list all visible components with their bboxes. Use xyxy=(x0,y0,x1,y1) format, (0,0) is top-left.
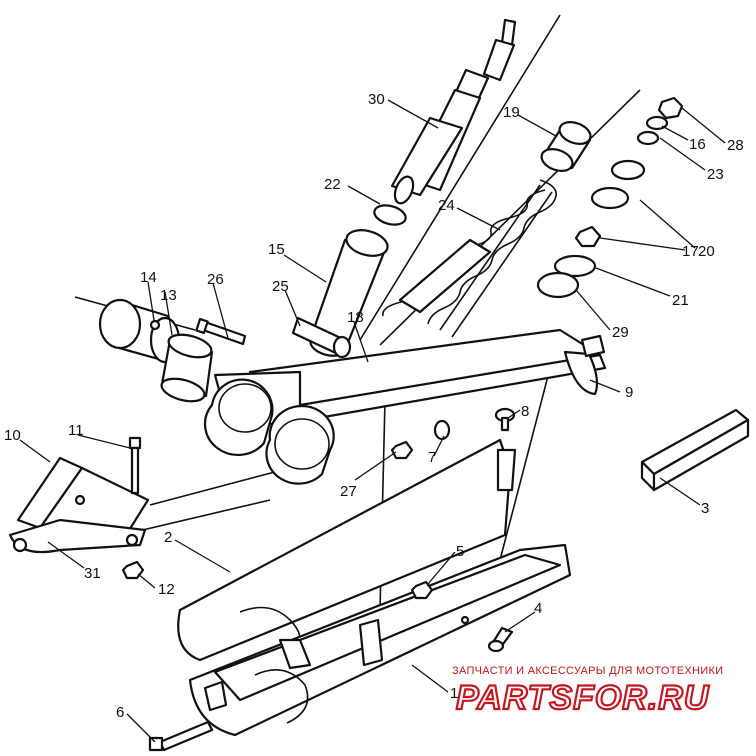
part-9-rear-arm xyxy=(213,238,607,432)
callout-19: 19 xyxy=(503,104,520,121)
callout-10: 10 xyxy=(4,427,21,444)
part-8-bolt xyxy=(494,407,516,432)
callout-31: 31 xyxy=(84,565,101,582)
callout-4: 4 xyxy=(534,600,542,617)
callout-1: 1 xyxy=(450,685,458,702)
part-10-bracket xyxy=(8,456,150,554)
callout-5: 5 xyxy=(456,543,464,560)
callout-21: 21 xyxy=(672,292,689,309)
leader-lines xyxy=(19,99,726,743)
callout-20: 20 xyxy=(698,243,715,260)
callout-17: 17 xyxy=(682,243,699,260)
callout-6: 6 xyxy=(116,704,124,721)
callout-2: 2 xyxy=(164,529,172,546)
part-20-mount-washer xyxy=(610,159,646,181)
watermark-caption: ЗАПЧАСТИ И АКСЕССУАРЫ ДЛЯ МОТОТЕХНИКИ xyxy=(452,665,723,677)
part-19-bumper xyxy=(540,121,592,172)
callout-12: 12 xyxy=(158,581,175,598)
part-4-bolt xyxy=(487,626,514,653)
part-29-spacer xyxy=(536,271,580,299)
part-22-washer xyxy=(373,204,407,226)
part-clamp-rings xyxy=(203,378,335,485)
part-20-mount-washer-lower xyxy=(590,186,630,210)
part-25-spacer xyxy=(291,316,352,359)
part-23-washer xyxy=(636,130,660,146)
part-1-skid-frame xyxy=(188,543,572,737)
part-2-lower-arm xyxy=(177,438,517,662)
part-11-bolt xyxy=(128,436,142,495)
callout-9: 9 xyxy=(625,384,633,401)
callout-27: 27 xyxy=(340,483,357,500)
callout-3: 3 xyxy=(701,500,709,517)
callout-26: 26 xyxy=(207,271,224,288)
part-26-bolt xyxy=(195,317,247,346)
callout-14: 14 xyxy=(140,269,157,286)
part-27-nut xyxy=(390,440,414,460)
callout-16: 16 xyxy=(689,136,706,153)
part-3-tube xyxy=(640,408,750,492)
part-6-bolt xyxy=(148,720,214,752)
part-13-bushing xyxy=(160,333,214,403)
callout-11: 11 xyxy=(68,422,84,439)
watermark: ЗАПЧАСТИ И АКСЕССУАРЫ ДЛЯ МОТОТЕХНИКИ PA… xyxy=(452,665,723,718)
part-17-nut xyxy=(574,225,602,248)
callout-24: 24 xyxy=(438,197,455,214)
part-21-washer xyxy=(553,254,597,278)
callout-labels: 1 2 3 4 5 6 7 8 9 10 11 12 13 14 15 16 1… xyxy=(4,91,744,721)
callout-23: 23 xyxy=(707,166,724,183)
part-30-shock-absorber xyxy=(390,18,517,205)
callout-22: 22 xyxy=(324,176,341,193)
callout-28: 28 xyxy=(727,137,744,154)
callout-29: 29 xyxy=(612,324,629,341)
callout-15: 15 xyxy=(268,241,285,258)
part-5-nut xyxy=(410,580,434,600)
part-28-nut xyxy=(657,96,684,120)
callout-25: 25 xyxy=(272,278,289,295)
part-7-washer xyxy=(433,419,451,441)
callout-18: 18 xyxy=(347,309,364,326)
callout-30: 30 xyxy=(368,91,385,108)
callout-8: 8 xyxy=(521,403,529,420)
callout-13: 13 xyxy=(160,287,177,304)
watermark-logo: PARTSFOR.RU xyxy=(456,679,710,717)
callout-7: 7 xyxy=(428,449,436,466)
